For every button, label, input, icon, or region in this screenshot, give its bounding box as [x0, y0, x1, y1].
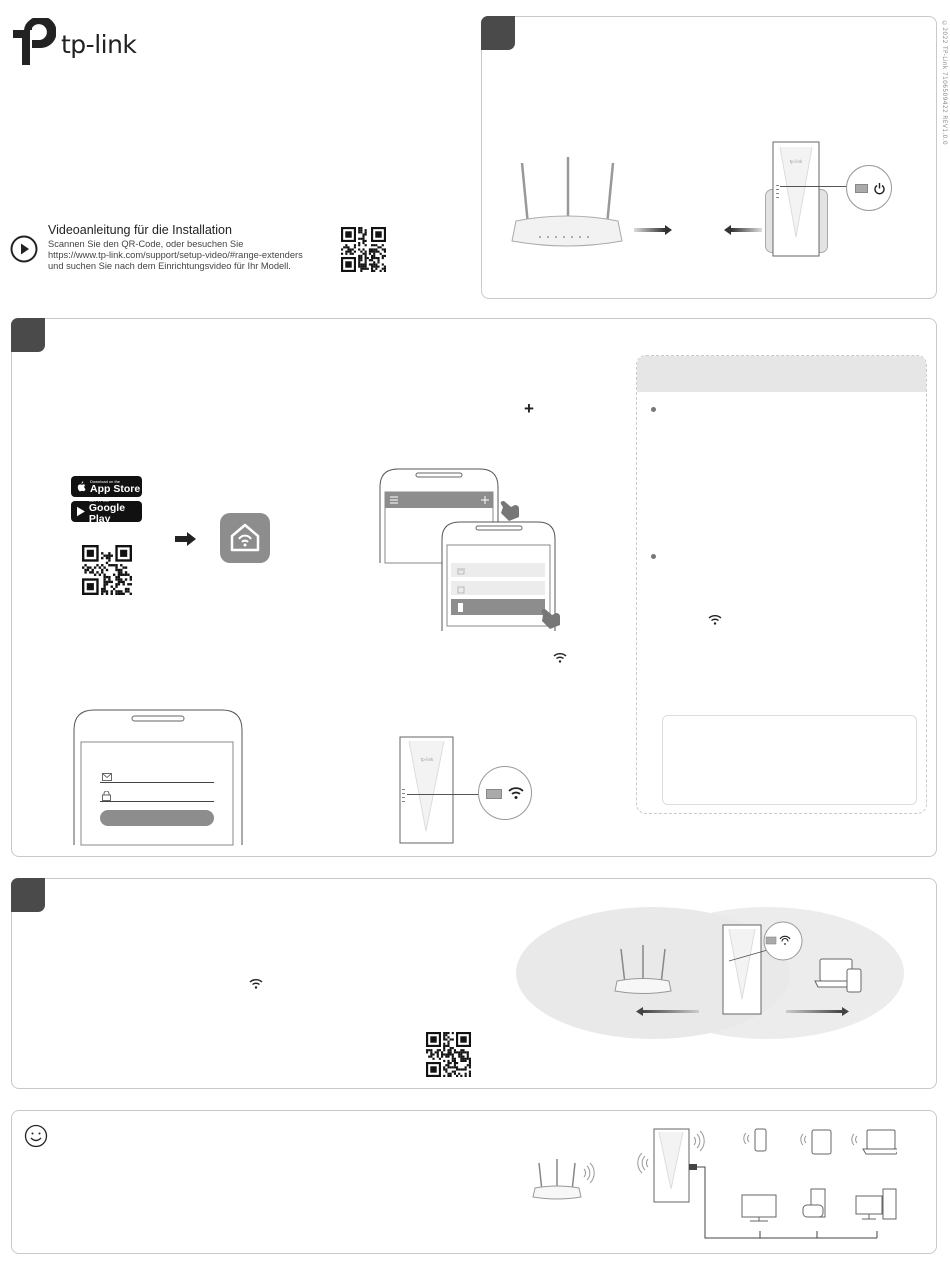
- extender-illustration: tp-link: [399, 736, 454, 844]
- arrow-left-icon: [724, 225, 762, 235]
- app-store-small: Download on the: [90, 478, 121, 484]
- app-store-label: App Store: [90, 482, 141, 495]
- tp-link-logo-icon: [13, 18, 56, 65]
- step-3-panel: [11, 878, 937, 1089]
- power-led-callout: [846, 165, 892, 211]
- wifi-icon: [708, 615, 722, 625]
- login-button[interactable]: [100, 810, 214, 826]
- tips-header: [637, 356, 926, 392]
- wifi-led-callout: [478, 766, 532, 820]
- email-field[interactable]: [100, 782, 214, 783]
- smiley-icon: [24, 1124, 48, 1148]
- plus-symbol: +: [524, 399, 534, 418]
- copyright-text: ©2022 TP-Link 7106509422 REV1.0.0: [941, 20, 948, 145]
- wifi-icon: [553, 653, 567, 663]
- brand-name: tp-link: [61, 30, 137, 59]
- arrow-right-icon: [634, 225, 672, 235]
- power-icon: [874, 183, 885, 195]
- brand-logo: tp-link: [10, 18, 145, 68]
- phone-app-screen: [379, 468, 560, 631]
- video-line-3: und suchen Sie nach dem Einrichtungsvide…: [48, 261, 291, 271]
- router-icon: [614, 945, 672, 994]
- step-4-panel: [11, 1110, 937, 1254]
- video-line-1: Scannen Sie den QR-Code, oder besuchen S…: [48, 239, 244, 249]
- google-play-label: Google Play: [88, 502, 126, 525]
- extender-illustration: tp-link: [772, 141, 820, 257]
- svg-text:tp-link: tp-link: [421, 757, 434, 762]
- qr-code: [426, 1032, 471, 1077]
- video-url[interactable]: https://www.tp-link.com/support/setup-vi…: [48, 250, 303, 260]
- arrow-right-icon: [175, 532, 196, 546]
- wifi-icon: [508, 787, 524, 799]
- qr-code: [82, 545, 132, 595]
- step-1-panel: tp-link: [481, 16, 937, 299]
- google-play-icon: [77, 506, 85, 517]
- tips-box: [636, 355, 927, 814]
- qr-code: [341, 227, 386, 272]
- email-icon: [102, 773, 112, 781]
- password-field[interactable]: [100, 801, 214, 802]
- google-play-small: GET IT ON: [88, 498, 109, 503]
- step-badge: [481, 16, 515, 50]
- coverage-diagram: [516, 907, 904, 1039]
- step-badge: [11, 878, 45, 912]
- tether-app-icon[interactable]: [220, 513, 270, 563]
- apple-icon: [77, 481, 86, 492]
- svg-text:tp-link: tp-link: [790, 159, 803, 164]
- lock-icon: [102, 791, 111, 801]
- router-illustration: [511, 157, 623, 247]
- play-icon[interactable]: [10, 235, 38, 263]
- wifi-icon: [249, 979, 263, 989]
- tips-note-box: [662, 715, 917, 805]
- step-badge: [11, 318, 45, 352]
- video-title: Videoanleitung für die Installation: [48, 223, 232, 237]
- ethernet-diagram: [532, 1128, 897, 1239]
